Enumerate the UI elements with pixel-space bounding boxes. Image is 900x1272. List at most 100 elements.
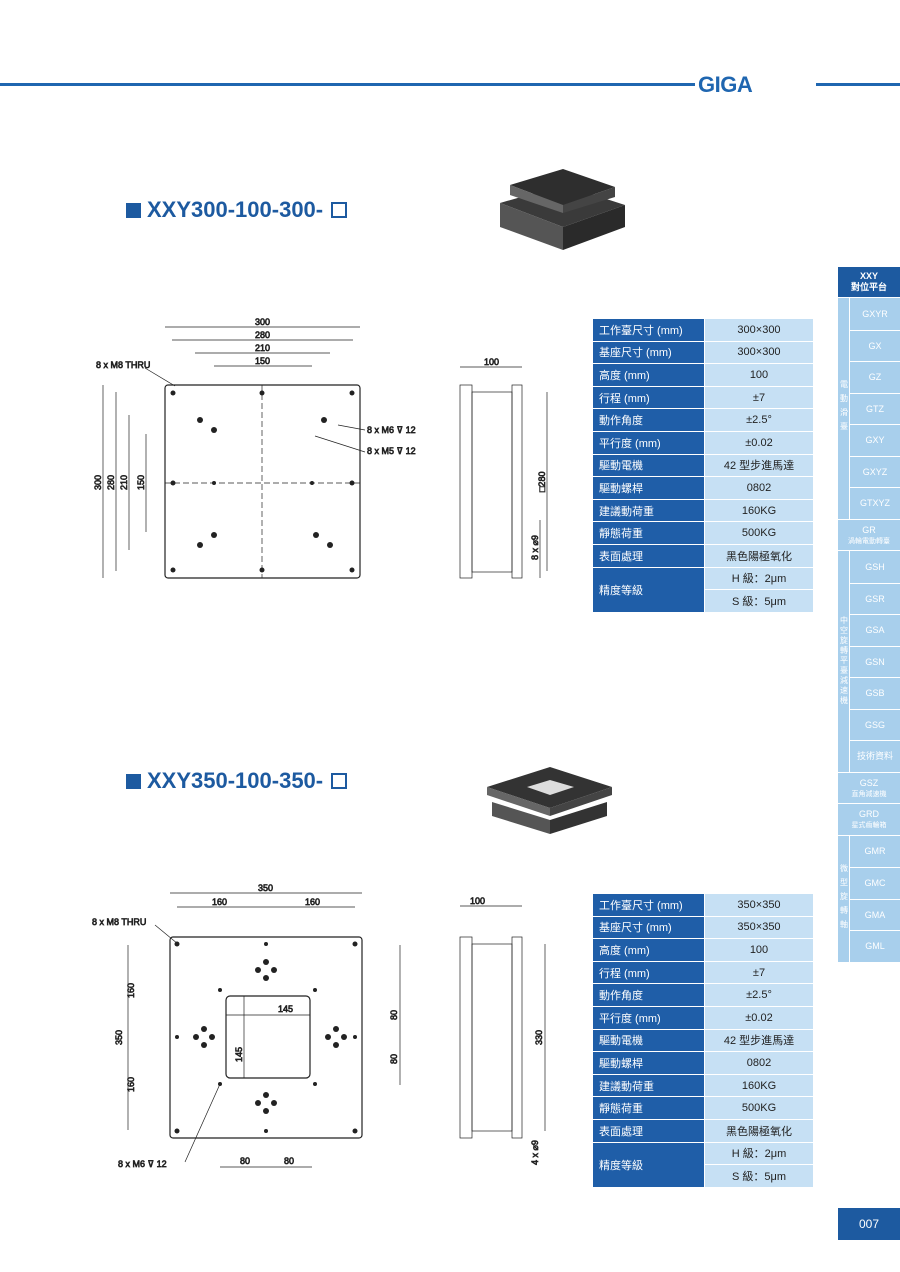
spec-row: 表面處理黑色陽極氧化: [592, 543, 814, 568]
page-number: 007: [838, 1208, 900, 1240]
spec-value: ±2.5°: [704, 408, 814, 432]
sidebar-tab[interactable]: GMA: [850, 898, 900, 931]
callouts: 8 x M8 THRU 8 x M6 ⊽ 12 8 x M5 ⊽ 12 300 …: [93, 317, 548, 561]
sidebar-tab[interactable]: GMC: [850, 867, 900, 899]
callout-m8-thru: 8 x M8 THRU: [92, 917, 146, 927]
product-photo: [500, 169, 625, 250]
spec-value: 100: [704, 938, 814, 962]
dim-label: 350: [258, 883, 273, 893]
dim-label: 210: [119, 475, 129, 490]
sidebar-tab[interactable]: GX: [850, 329, 900, 362]
dim-label: 80: [284, 1156, 294, 1166]
sidebar-tab[interactable]: GTZ: [850, 392, 900, 425]
spec-row: S 級：5μm: [593, 589, 814, 613]
spec-value: H 級：2μm: [704, 566, 814, 591]
spec-label: 靜態荷重: [592, 1096, 705, 1120]
tab-subtitle: 渦輪電動轉臺: [848, 537, 890, 545]
callout-m6: 8 x M6 ⊽ 12: [118, 1159, 167, 1169]
brand-logo: GIGA: [698, 72, 753, 97]
spec-label: 工作臺尺寸 (mm): [592, 318, 705, 342]
spec-label: 行程 (mm): [592, 385, 705, 410]
spec-value: H 級：2μm: [704, 1141, 814, 1166]
sidebar-tab[interactable]: GXYR: [862, 308, 888, 319]
spec-value: 0802: [704, 476, 814, 500]
dim-label: 280: [255, 330, 270, 340]
spec-value: ±0.02: [704, 1005, 814, 1030]
dim-label: 80: [389, 1054, 399, 1064]
dim-label: 300: [93, 475, 103, 490]
spec-label: 靜態荷重: [592, 521, 705, 545]
spec-value: 350×350: [704, 893, 814, 917]
sidebar-tab[interactable]: GXYZ: [850, 455, 900, 488]
spec-label: 表面處理: [592, 543, 705, 568]
sidebar-tab[interactable]: GMR: [864, 846, 886, 857]
sidebar-tab[interactable]: 技術資料: [850, 740, 900, 772]
spec-value: 黑色陽極氧化: [704, 1118, 814, 1143]
product-title-text: XXY350-100-350-: [147, 768, 324, 793]
spec-label: 驅動電機: [592, 453, 705, 478]
sidebar-tab[interactable]: GSB: [850, 677, 900, 709]
callout-m6: 8 x M6 ⊽ 12: [367, 425, 416, 435]
side-dim-label: 330: [534, 1030, 544, 1045]
tab-code: GRD: [859, 809, 879, 819]
spec-row: 工作臺尺寸 (mm)350×350: [592, 893, 814, 917]
dim-label: 300: [255, 317, 270, 327]
product-photo: [487, 767, 612, 834]
dim-label: 350: [114, 1030, 124, 1045]
spec-row: 工作臺尺寸 (mm)300×300: [592, 318, 814, 342]
sidebar-tab[interactable]: GML: [850, 930, 900, 962]
spec-label: 精度等級: [592, 566, 705, 613]
spec-value: S 級：5μm: [704, 589, 814, 613]
group-label: 微型旋轉軸: [839, 863, 849, 934]
sidebar-tab[interactable]: GSH: [865, 561, 885, 572]
spec-label: 驅動螺桿: [592, 476, 705, 500]
spec-value: ±0.02: [704, 430, 814, 455]
product-title: XXY350-100-350-: [126, 768, 348, 794]
sidebar-tab[interactable]: GSA: [850, 614, 900, 646]
technical-drawing-2: 8 x M8 THRU 8 x M6 ⊽ 12 350 160 160 160 …: [92, 883, 546, 1169]
spec-label: 動作角度: [592, 408, 705, 432]
sidebar-tab[interactable]: GXY: [850, 424, 900, 456]
spec-label: 工作臺尺寸 (mm): [592, 893, 705, 917]
dim-label: 280: [106, 475, 116, 490]
bullet-square-icon: [126, 773, 141, 789]
dim-label: 80: [240, 1156, 250, 1166]
side-holes-label: 4 x ⌀9: [530, 1140, 540, 1165]
spec-label: 驅動電機: [592, 1028, 705, 1053]
group-label: 電動滑臺: [839, 380, 849, 437]
spec-value: S 級：5μm: [704, 1164, 814, 1188]
sidebar-tab[interactable]: GSR: [850, 582, 900, 615]
sidebar-tab[interactable]: GSN: [850, 645, 900, 678]
sidebar-tab[interactable]: GSG: [850, 708, 900, 741]
sidebar-tab[interactable]: GTXYZ: [850, 487, 900, 519]
spec-row: 平行度 (mm)±0.02: [592, 430, 814, 455]
window-dim-label: 145: [278, 1004, 293, 1014]
spec-value: 160KG: [704, 1073, 814, 1098]
side-holes-label: 8 x ⌀9: [530, 535, 540, 560]
dim-label: 150: [255, 356, 270, 366]
sidebar-tab[interactable]: GZ: [850, 361, 900, 393]
product-title-text: XXY300-100-300-: [147, 197, 324, 222]
spec-label: 高度 (mm): [592, 363, 705, 387]
spec-row: 高度 (mm)100: [592, 363, 814, 387]
spec-value: 300×300: [704, 340, 814, 365]
spec-value: ±7: [704, 960, 814, 985]
spec-label: 驅動螺桿: [592, 1051, 705, 1075]
spec-row: S 級：5μm: [593, 1164, 814, 1188]
spec-value: 160KG: [704, 498, 814, 523]
header-rule-right: [816, 83, 900, 86]
